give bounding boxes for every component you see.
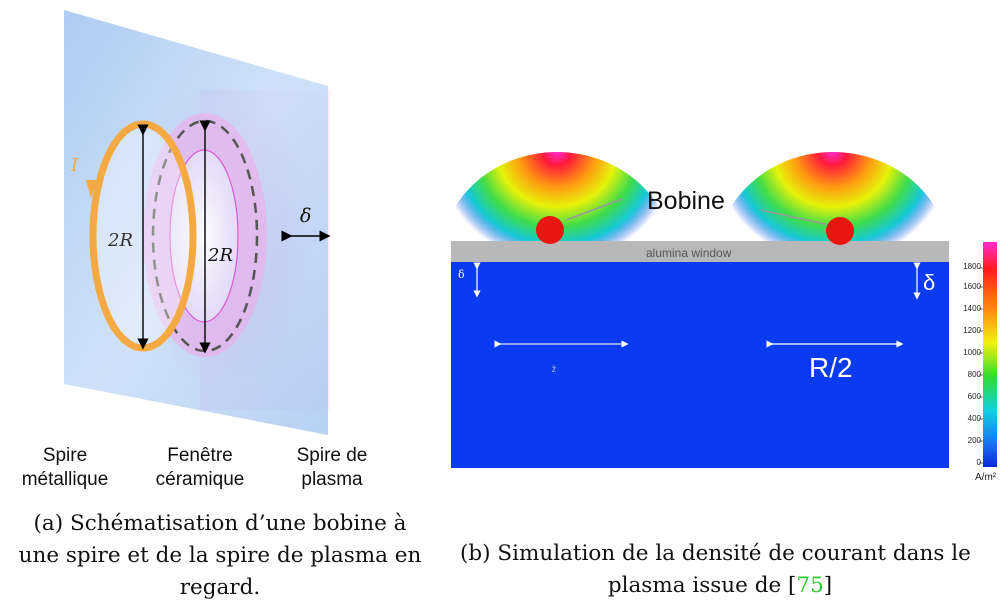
colorbar-tick-600: 600: [967, 392, 981, 401]
skin-depth-label: δ: [300, 205, 312, 227]
column-label-plasma: Spire de plasma: [282, 444, 382, 492]
figure-b-simulation: ž: [440, 152, 997, 468]
colorbar-tick-800: 800: [967, 370, 981, 379]
caption-a-line1: (a) Schématisation d’une bobine à: [33, 511, 407, 536]
plasma-spire-dashed: [151, 119, 259, 353]
colorbar-tick-0: 0: [976, 458, 981, 467]
column-label-metallic-line1: Spire: [42, 445, 88, 466]
caption-b: (b) Simulation de la densité de courant …: [440, 538, 1000, 602]
colorbar-tick-200: 200: [967, 436, 981, 445]
citation-link[interactable]: 75: [796, 573, 824, 598]
colorbar-tick-1400: 1400: [963, 304, 981, 313]
current-arrow: [86, 180, 97, 198]
diameter-label-right: 2R: [208, 245, 234, 266]
coil-dot-left: [536, 216, 564, 244]
alumina-window-label: alumina window: [646, 246, 732, 260]
caption-a: (a) Schématisation d’une bobine à une sp…: [0, 508, 440, 604]
coil-dot-right: [826, 217, 854, 245]
colorbar-ticks: [979, 267, 983, 464]
column-label-metallic: Spire métallique: [15, 444, 115, 492]
figure-a: I 2R 2R δ Spire métallique Fenêtre céram…: [0, 0, 440, 610]
alumina-window: [451, 241, 949, 262]
colorbar-tick-400: 400: [967, 414, 981, 423]
coil-leader-left: [565, 198, 623, 221]
column-label-plasma-line1: Spire de: [296, 445, 368, 466]
colorbar-tick-1800: 1800: [963, 262, 981, 271]
colorbar-tick-1200: 1200: [963, 326, 981, 335]
column-label-ceramic: Fenêtre céramique: [150, 444, 250, 492]
colorbar-unit: A/m²: [975, 472, 997, 483]
caption-b-line2: plasma issue de [75]: [440, 570, 1000, 602]
coil-leader-right: [760, 209, 835, 227]
colorbar: [983, 242, 997, 467]
column-label-metallic-line2: métallique: [21, 469, 109, 490]
column-label-ceramic-line1: Fenêtre: [167, 445, 233, 466]
diameter-label-left: 2R: [108, 230, 134, 251]
delta-label-left: δ: [458, 268, 465, 281]
coil-label: Bobine: [647, 187, 725, 215]
figure-a-diagram: [64, 10, 331, 435]
delta-label-right: δ: [923, 270, 936, 295]
figure-b: ž Bobine alumina window δ δ R/2 1800 160…: [440, 0, 1000, 610]
colorbar-tick-1000: 1000: [963, 348, 981, 357]
column-label-ceramic-line2: céramique: [155, 469, 245, 490]
r2-label: R/2: [809, 352, 853, 383]
column-label-plasma-line2: plasma: [301, 469, 363, 490]
colorbar-tick-1600: 1600: [963, 282, 981, 291]
caption-b-line1: (b) Simulation de la densité de courant …: [460, 541, 971, 566]
current-label: I: [71, 155, 79, 176]
caption-a-line3: regard.: [179, 575, 261, 600]
caption-b-line2-text: plasma issue de [: [607, 573, 797, 598]
caption-a-line2: une spire et de la spire de plasma en: [18, 543, 422, 568]
faded-mark-left: ž: [552, 364, 557, 374]
caption-b-line2-end: ]: [823, 573, 833, 598]
